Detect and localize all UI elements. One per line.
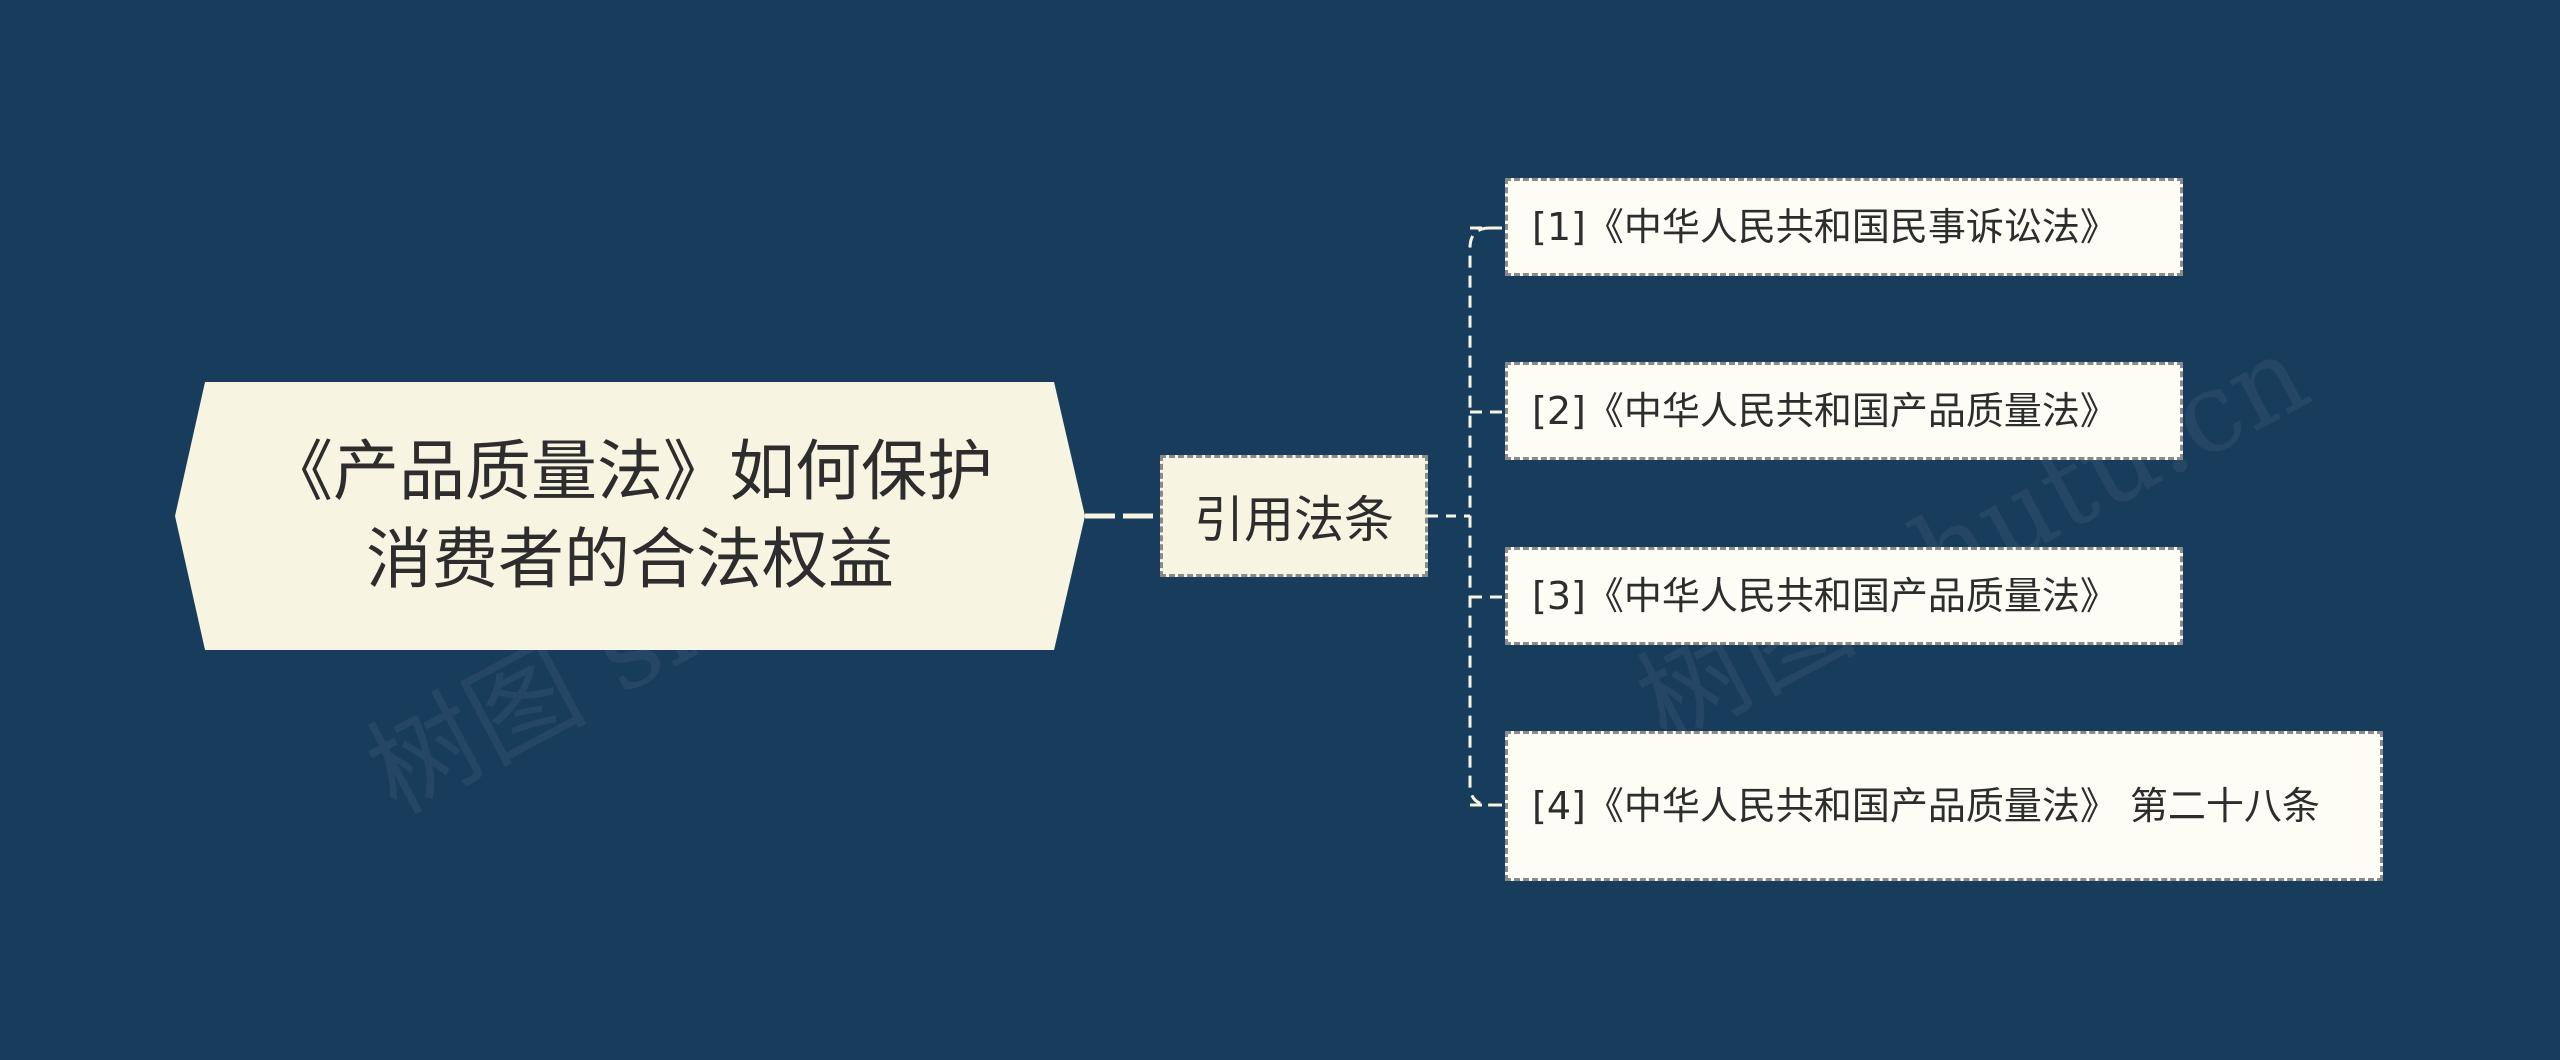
leaf-node-label: [3]《中华人民共和国产品质量法》 — [1532, 574, 2118, 618]
leaf-node-2[interactable]: [2]《中华人民共和国产品质量法》 — [1505, 362, 2183, 460]
leaf-node-label: [2]《中华人民共和国产品质量法》 — [1532, 389, 2118, 433]
leaf-node-label: [1]《中华人民共和国民事诉讼法》 — [1532, 205, 2118, 249]
root-topic-label: 《产品质量法》如何保护消费者的合法权益 — [267, 433, 993, 598]
branch-node-label: 引用法条 — [1194, 491, 1394, 549]
leaf-node-3[interactable]: [3]《中华人民共和国产品质量法》 — [1505, 547, 2183, 645]
leaf-node-4[interactable]: [4]《中华人民共和国产品质量法》 第二十八条 — [1505, 731, 2383, 881]
branch-node-cited-laws[interactable]: 引用法条 — [1160, 455, 1428, 577]
root-topic-node[interactable]: 《产品质量法》如何保护消费者的合法权益 — [175, 382, 1085, 650]
leaf-node-1[interactable]: [1]《中华人民共和国民事诉讼法》 — [1505, 178, 2183, 276]
leaf-node-label: [4]《中华人民共和国产品质量法》 第二十八条 — [1532, 784, 2320, 828]
leaf-spine-connector — [1468, 226, 1491, 807]
